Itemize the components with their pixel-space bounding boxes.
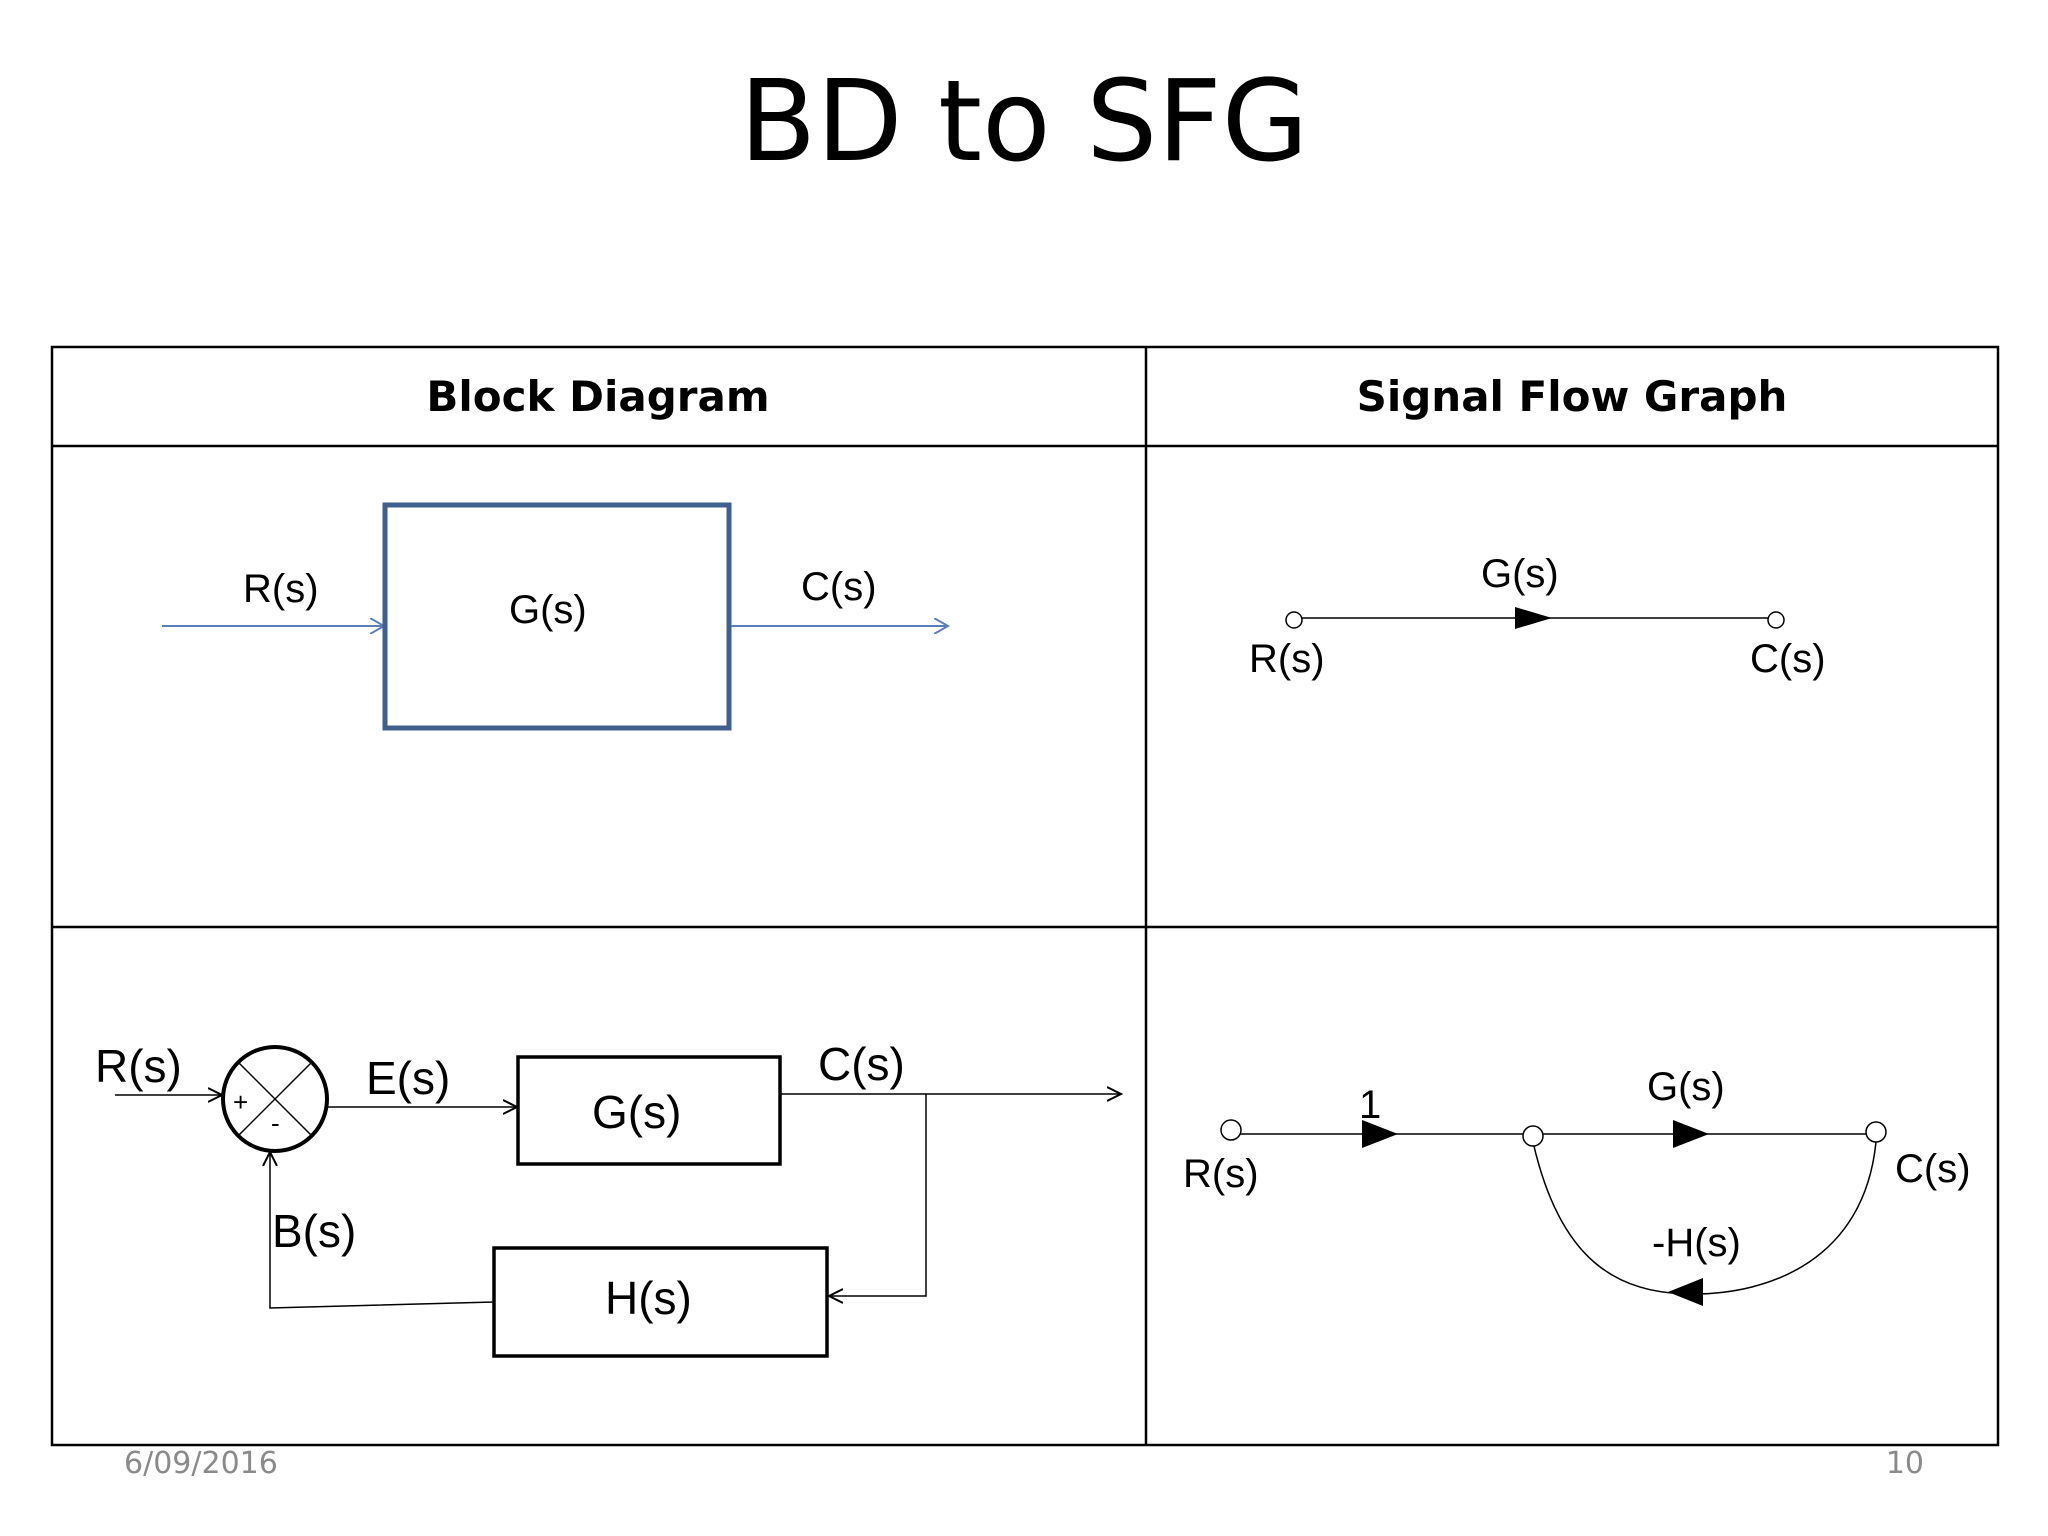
bd-feedback-g-label: G(s)	[592, 1086, 681, 1138]
sfg-simple-input-label: R(s)	[1249, 637, 1325, 681]
bd-feedback-g-block	[516, 1055, 782, 1166]
slide-page-number: 10	[1885, 1446, 1924, 1481]
bd-simple: R(s) G(s) C(s)	[162, 502, 948, 731]
bd-simple-block-label: G(s)	[509, 588, 587, 632]
sfg-feedback-loop-label: -H(s)	[1652, 1221, 1741, 1265]
bd-simple-g-block	[382, 502, 732, 731]
bd-feedback: + - R(s) E(s) G(s) C(s) B(s) H(s)	[95, 1038, 1121, 1358]
bd-feedback-return-path	[270, 1152, 495, 1309]
summing-plus-sign: +	[233, 1087, 248, 1117]
sfg-feedback-input-label: R(s)	[1183, 1152, 1259, 1196]
sfg-feedback-forward-label: G(s)	[1647, 1065, 1725, 1109]
sfg-simple-output-label: C(s)	[1750, 637, 1826, 681]
bd-feedback-output-label: C(s)	[818, 1038, 905, 1090]
sfg-feedback-input-node	[1220, 1119, 1242, 1141]
header-block-diagram: Block Diagram	[426, 372, 770, 421]
sfg-feedback: 1 G(s) R(s) C(s) -H(s)	[1183, 1065, 1971, 1306]
slide-title: BD to SFG	[739, 57, 1309, 187]
bd-feedback-b-label: B(s)	[272, 1205, 356, 1257]
bd-feedback-h-label: H(s)	[605, 1272, 692, 1324]
bd-feedback-input-label: R(s)	[95, 1040, 182, 1092]
sfg-feedback-output-label: C(s)	[1895, 1147, 1971, 1191]
sfg-feedback-loop-arrowhead	[1668, 1278, 1703, 1306]
sfg-feedback-output-node	[1865, 1121, 1887, 1143]
sfg-feedback-forward-arrowhead	[1673, 1120, 1709, 1148]
sfg-simple-arrowhead	[1515, 607, 1552, 629]
bd-simple-output-label: C(s)	[801, 565, 877, 609]
sfg-simple-gain-label: G(s)	[1481, 552, 1559, 596]
bd-feedback-error-label: E(s)	[366, 1052, 450, 1104]
sfg-simple: G(s) R(s) C(s)	[1249, 552, 1826, 681]
slide-date: 6/09/2016	[124, 1446, 278, 1481]
sfg-feedback-unity-label: 1	[1359, 1083, 1381, 1127]
sfg-simple-output-node	[1767, 611, 1785, 629]
header-signal-flow-graph: Signal Flow Graph	[1356, 372, 1788, 421]
bd-simple-input-label: R(s)	[243, 567, 319, 611]
sfg-feedback-unity-arrowhead	[1362, 1120, 1398, 1148]
summing-junction: + -	[221, 1045, 329, 1153]
table-lines	[50, 345, 2000, 1447]
summing-minus-sign: -	[271, 1108, 280, 1138]
sfg-feedback-loop-branch	[1532, 1141, 1877, 1295]
sfg-simple-input-node	[1285, 611, 1303, 629]
sfg-feedback-error-node	[1522, 1125, 1544, 1147]
bd-feedback-takeoff-path	[829, 1094, 927, 1296]
